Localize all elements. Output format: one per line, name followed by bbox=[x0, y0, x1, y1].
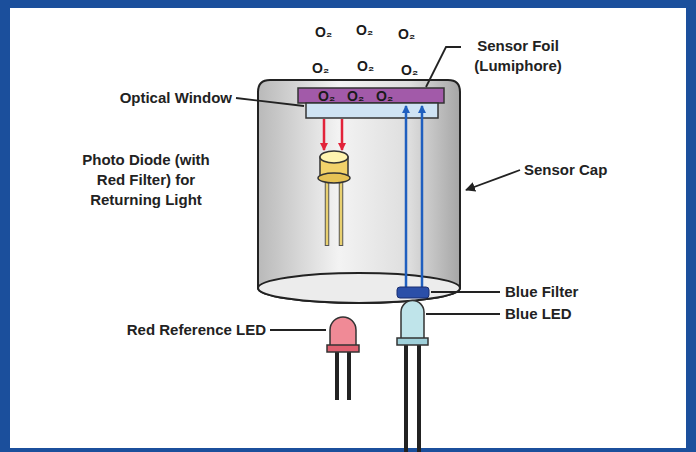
part-label: Sensor Cap bbox=[524, 160, 664, 180]
red-light-rays bbox=[324, 119, 342, 150]
blue-filter bbox=[397, 287, 429, 298]
leader-lines bbox=[236, 47, 520, 330]
sensor-cap bbox=[258, 80, 460, 303]
part-label: Photo Diode (with Red Filter) for Return… bbox=[70, 150, 222, 210]
oxygen-molecule: O₂ bbox=[318, 88, 342, 104]
part-label: Blue Filter bbox=[505, 282, 655, 302]
part-label: Sensor Foil (Lumiphore) bbox=[462, 36, 574, 76]
oxygen-molecule: O₂ bbox=[356, 22, 382, 38]
oxygen-molecule: O₂ bbox=[401, 62, 427, 78]
blue-light-rays bbox=[406, 106, 422, 288]
part-label: Optical Window bbox=[60, 88, 232, 108]
red-reference-led bbox=[327, 317, 359, 400]
optical-window bbox=[306, 103, 438, 118]
oxygen-molecule: O₂ bbox=[347, 88, 371, 104]
oxygen-molecule: O₂ bbox=[357, 58, 383, 74]
oxygen-molecule: O₂ bbox=[315, 24, 341, 40]
part-label: Blue LED bbox=[505, 304, 655, 324]
photo-diode bbox=[318, 151, 350, 246]
oxygen-molecule: O₂ bbox=[398, 26, 424, 42]
sensor-foil bbox=[298, 88, 444, 103]
blue-led bbox=[397, 301, 428, 452]
oxygen-molecule: O₂ bbox=[312, 60, 338, 76]
oxygen-molecule: O₂ bbox=[376, 88, 400, 104]
part-label: Red Reference LED bbox=[40, 320, 266, 340]
